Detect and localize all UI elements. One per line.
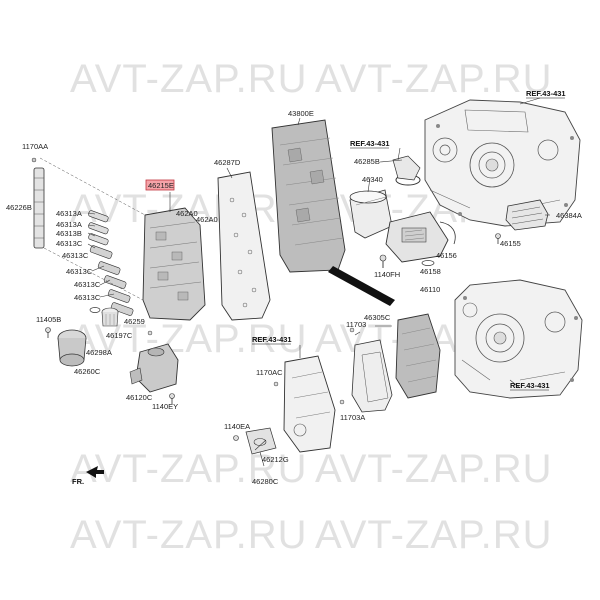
oil-filter-part <box>505 199 549 231</box>
part-label-462A0: 462A0 <box>176 209 198 218</box>
part-label-46226B: 46226B <box>6 203 32 212</box>
valve-cover-part <box>283 355 336 453</box>
part-label-1170AA: 1170AA <box>22 142 48 151</box>
bolt-part <box>379 254 387 268</box>
part-label-46298A: 46298A <box>86 348 112 357</box>
valve-assembly-part <box>395 313 441 399</box>
ref-label[interactable]: REF.43-431 <box>510 381 550 390</box>
bolt-part <box>495 233 501 244</box>
part-label-46158: 46158 <box>420 267 441 276</box>
watermark-text: AVT-ZAP.RU <box>70 447 307 491</box>
ref-label[interactable]: REF.43-431 <box>350 139 390 148</box>
strainer-cup-part <box>349 189 393 239</box>
front-label: FR. <box>72 477 84 486</box>
transmission-case-upper <box>424 99 581 227</box>
part-label-46120C: 46120C <box>126 393 153 402</box>
part-label-11703: 11703 <box>346 320 366 329</box>
part-label-1140FH: 1140FH <box>374 270 400 279</box>
leader-lines <box>39 97 550 467</box>
part-label-46313B: 46313B <box>56 229 82 238</box>
ref-label[interactable]: REF.43-431 <box>526 89 566 98</box>
wiring-connector-part <box>33 167 45 249</box>
bolt-part <box>233 327 355 441</box>
part-label-11405B: 11405B <box>36 315 61 324</box>
seal-cap-part <box>392 155 421 181</box>
transmission-case-lower <box>454 279 583 399</box>
part-label-462A0: 462A0 <box>196 215 218 224</box>
filter-element-part <box>101 307 119 327</box>
separator-plate-part <box>217 171 271 321</box>
part-label-1170AC: 1170AC <box>256 368 283 377</box>
part-label-46313C: 46313C <box>62 251 89 260</box>
part-label-46313C: 46313C <box>66 267 93 276</box>
filter-housing-part <box>57 329 87 367</box>
screw-part <box>31 157 37 163</box>
part-labels: 1170AA 46226B 46215E 46313A 46313A 46313… <box>6 89 582 486</box>
part-label-46384A: 46384A <box>556 211 582 220</box>
part-label-46313C: 46313C <box>74 280 101 289</box>
part-label-1140EA: 1140EA <box>224 422 250 431</box>
highlight-box <box>145 179 175 191</box>
part-label-46305C: 46305C <box>364 313 391 322</box>
part-label-46280C: 46280C <box>252 477 279 486</box>
part-label-46110: 46110 <box>420 285 440 294</box>
part-label-46285B: 46285B <box>354 157 380 166</box>
part-label-46260C: 46260C <box>74 367 101 376</box>
watermark-text: AVT-ZAP.RU <box>315 447 552 491</box>
part-label-11703A: 11703A <box>340 413 365 422</box>
part-label-46197C: 46197C <box>106 331 133 340</box>
part-label-46156: 46156 <box>436 251 457 260</box>
small-seal-part <box>421 260 435 266</box>
part-label-46212G: 46212G <box>262 455 289 464</box>
sensor-module-part <box>385 211 456 263</box>
part-label-43800E: 43800E <box>288 109 314 118</box>
small-ring-part <box>89 307 101 313</box>
watermark-text: AVT-ZAP.RU <box>315 513 552 557</box>
part-label-46313A: 46313A <box>56 220 82 229</box>
bolt-part <box>45 327 51 338</box>
part-label-46287D: 46287D <box>214 158 241 167</box>
part-label-46313A: 46313A <box>56 209 82 218</box>
watermark-text: AVT-ZAP.RU <box>315 57 552 101</box>
part-label-46155: 46155 <box>500 239 521 248</box>
upper-valve-body-part <box>271 119 346 273</box>
watermark-text: AVT-ZAP.RU <box>70 513 307 557</box>
part-label-46313C: 46313C <box>56 239 83 248</box>
part-label-46259: 46259 <box>124 317 145 326</box>
part-label-46340: 46340 <box>362 175 383 184</box>
part-label-46215E-highlighted[interactable]: 46215E <box>148 181 174 190</box>
part-label-46313C: 46313C <box>74 293 101 302</box>
front-orientation-indicator: FR. <box>72 466 104 486</box>
oil-pump-part <box>129 330 179 393</box>
watermark-text: AVT-ZAP.RU <box>70 57 307 101</box>
bolt-part <box>169 393 175 404</box>
part-label-1140EY: 1140EY <box>152 402 178 411</box>
gasket-part <box>351 339 393 413</box>
valve-body-part <box>142 207 206 321</box>
ref-label[interactable]: REF.43-431 <box>252 335 292 344</box>
solenoid-valves <box>88 210 134 316</box>
direction-arrow-icon <box>328 266 395 306</box>
